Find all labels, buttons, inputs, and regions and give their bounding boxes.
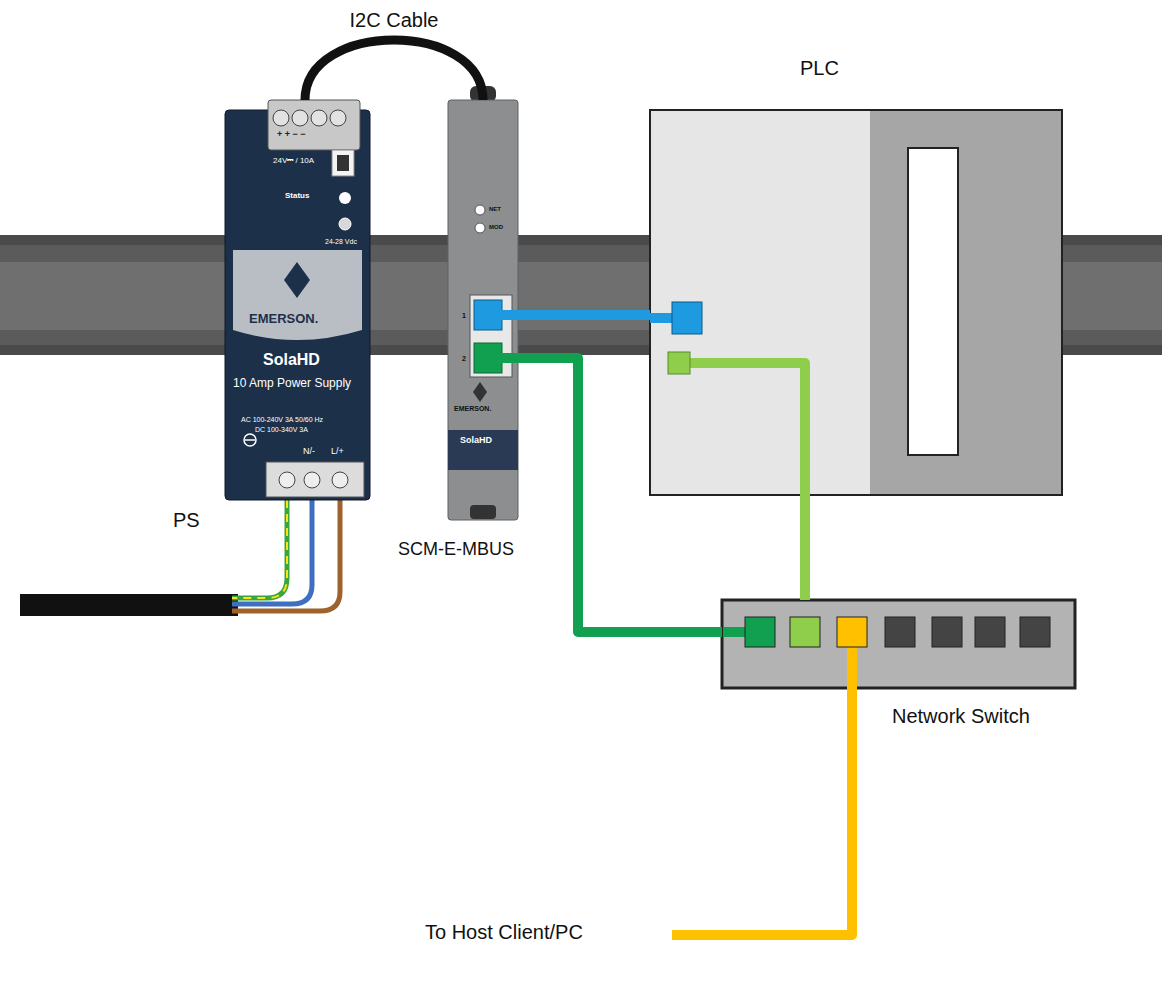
network-switch-part bbox=[790, 617, 820, 647]
power-supply-part bbox=[273, 110, 289, 126]
plc-unit-part bbox=[870, 111, 1061, 494]
power-supply bbox=[225, 100, 370, 500]
network-switch-part bbox=[723, 627, 745, 637]
scm-module: SCM-E-MBUSNETMOD12EMERSON.SolaHD bbox=[448, 100, 518, 520]
port-number: 2 bbox=[462, 355, 466, 362]
host-cable-part bbox=[672, 688, 852, 935]
plc-unit-part bbox=[668, 352, 690, 374]
rating-text: DC 100-340V 3A bbox=[255, 426, 308, 433]
rating-text: AC 100-240V 3A 50/60 Hz bbox=[241, 416, 323, 423]
power-supply-part bbox=[332, 472, 348, 488]
device-label: SCM-E-MBUS bbox=[398, 540, 514, 558]
terminal-marking: + + − − bbox=[277, 130, 306, 139]
cable-connector bbox=[518, 358, 722, 632]
device-label: PS bbox=[173, 510, 200, 530]
adjust-text: 24-28 Vdc bbox=[325, 238, 357, 245]
rating-text: 24V⎓ / 10A bbox=[273, 157, 314, 165]
plc-unit-part bbox=[650, 313, 672, 323]
power-supply-part bbox=[330, 110, 346, 126]
network-switch-part bbox=[885, 617, 915, 647]
scm-module-part bbox=[470, 295, 512, 377]
scm-module-part bbox=[475, 223, 485, 233]
scm-module-part bbox=[470, 505, 496, 519]
power-supply-part bbox=[266, 462, 364, 497]
cable-connector bbox=[305, 40, 483, 100]
product-text: 10 Amp Power Supply bbox=[233, 377, 351, 389]
scm-module-part bbox=[495, 310, 518, 320]
port-number: 1 bbox=[462, 312, 466, 319]
led-label: NET bbox=[489, 206, 501, 212]
network-switch-part bbox=[722, 600, 1075, 688]
network-switch-part bbox=[837, 617, 867, 647]
brand-text: EMERSON. bbox=[454, 405, 491, 412]
power-cable-part bbox=[232, 500, 312, 604]
power-cable-part bbox=[232, 500, 287, 598]
cable-connector bbox=[518, 310, 650, 320]
power-supply-part bbox=[339, 218, 351, 230]
device-label: PLC bbox=[800, 58, 839, 78]
power-supply-part bbox=[284, 262, 310, 298]
plc-unit-part bbox=[672, 302, 702, 334]
brand-text: SolaHD bbox=[263, 352, 320, 368]
cable-label: I2C Cable bbox=[350, 10, 439, 30]
scm-module-part bbox=[448, 100, 518, 520]
network-switch: Network Switch bbox=[722, 600, 1075, 688]
scm-module bbox=[448, 86, 518, 520]
power-supply-part bbox=[292, 110, 308, 126]
network-switch-part bbox=[975, 617, 1005, 647]
cable-connector bbox=[800, 495, 810, 600]
status-text: Status bbox=[285, 192, 309, 200]
scm-module-part bbox=[448, 430, 518, 470]
plc-unit bbox=[650, 110, 1062, 495]
scm-module-part bbox=[475, 205, 485, 215]
power-cable-part bbox=[232, 500, 287, 598]
power-supply-part bbox=[268, 100, 360, 150]
power-supply-part bbox=[279, 472, 295, 488]
power-supply-part bbox=[339, 192, 351, 204]
power-supply-part bbox=[225, 110, 370, 500]
power-supply-part bbox=[304, 472, 320, 488]
callout-label: To Host Client/PC bbox=[425, 922, 583, 942]
power-supply-part bbox=[311, 110, 327, 126]
power-supply-part bbox=[233, 250, 362, 340]
plc-unit-part bbox=[650, 110, 1062, 495]
power-supply-part bbox=[245, 439, 255, 441]
power-supply: PS+ + − −24V⎓ / 10AStatus24-28 VdcEMERSO… bbox=[225, 100, 370, 500]
network-switch-part bbox=[1020, 617, 1050, 647]
scm-module-part bbox=[473, 382, 487, 402]
host-cable bbox=[672, 688, 852, 935]
brand-text: EMERSON. bbox=[249, 312, 318, 325]
power-cable bbox=[20, 500, 340, 616]
brand-text: SolaHD bbox=[460, 436, 492, 445]
network-switch-part bbox=[745, 617, 775, 647]
scm-module-part bbox=[495, 353, 518, 363]
network-switch bbox=[722, 600, 1075, 688]
plc-unit: PLC bbox=[650, 110, 1062, 495]
power-supply-part bbox=[332, 150, 354, 176]
power-supply-part bbox=[244, 434, 256, 446]
terminal-label: L/+ bbox=[331, 447, 344, 456]
power-cable-part bbox=[232, 500, 340, 611]
power-supply-part bbox=[337, 155, 349, 171]
plc-unit-part bbox=[685, 363, 805, 495]
network-switch-part bbox=[932, 617, 962, 647]
power-cable-part bbox=[20, 594, 238, 616]
terminal-label: N/- bbox=[303, 447, 315, 456]
plc-unit-part bbox=[908, 148, 958, 455]
led-label: MOD bbox=[489, 224, 503, 230]
device-label: Network Switch bbox=[892, 706, 1030, 726]
